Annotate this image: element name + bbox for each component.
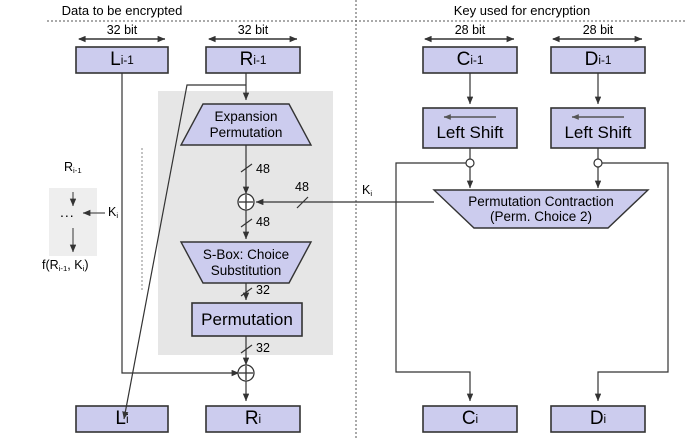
tick-expansion-out xyxy=(240,163,253,173)
tick-sbox-out xyxy=(240,287,253,297)
inset-top-subscript: i-1 xyxy=(73,166,82,176)
inset-fn-sub2: i xyxy=(82,264,85,274)
box-r-out xyxy=(205,405,301,433)
inset-fn-sub1: i-1 xyxy=(58,264,68,274)
shape-permutation-contraction xyxy=(432,189,650,229)
inset-key-subscript: i xyxy=(116,211,119,221)
inset-label-top: Ri-1 xyxy=(64,160,82,175)
wire-label-sbox-out: 32 xyxy=(256,283,270,297)
inset-key-text: K xyxy=(108,205,117,219)
box-d-prev xyxy=(550,46,646,74)
inset-fn-mid: , K xyxy=(67,258,83,272)
subkey-subscript: i xyxy=(370,189,373,199)
box-r-prev xyxy=(205,46,301,74)
header-left: Data to be encrypted xyxy=(61,3,183,18)
box-left-shift-d xyxy=(550,107,646,149)
tick-xor-out xyxy=(240,218,253,228)
wire-label-xor-out: 48 xyxy=(256,215,270,229)
wire-shiftd-branch-to-dout xyxy=(594,162,669,402)
box-left-shift-c xyxy=(422,107,518,149)
inset-label-function: f(Ri-1, Ki) xyxy=(42,258,89,273)
box-l-out xyxy=(75,405,169,433)
bit-label-right-data: 32 bit xyxy=(237,23,269,37)
wire-shiftc-branch-to-cout xyxy=(395,162,474,402)
header-right: Key used for encryption xyxy=(453,3,591,18)
tick-subkey xyxy=(296,196,309,209)
box-d-out xyxy=(550,405,646,433)
shape-expansion-permutation xyxy=(179,103,313,146)
wire-lprev-to-xor xyxy=(121,73,240,377)
wire-label-expansion-out: 48 xyxy=(256,162,270,176)
wire-label-subkey: Ki xyxy=(362,183,372,198)
junction-dot-c xyxy=(465,158,475,168)
tick-permutation-out xyxy=(240,344,253,354)
bit-label-left-data: 32 bit xyxy=(106,23,138,37)
inset-label-dots: ... xyxy=(60,204,75,220)
box-permutation xyxy=(191,302,303,337)
junction-dot-d xyxy=(593,158,603,168)
inset-top-text: R xyxy=(64,160,74,174)
wire-label-permutation-out: 32 xyxy=(256,341,270,355)
inset-label-key: Ki xyxy=(108,205,118,220)
subkey-text: K xyxy=(362,183,371,197)
box-c-prev xyxy=(422,46,518,74)
inset-fn-suffix: ) xyxy=(84,258,89,272)
wire-rprev-branch-to-lout xyxy=(122,84,246,420)
shape-sbox-substitution xyxy=(179,241,313,284)
bit-label-left-key: 28 bit xyxy=(454,23,486,37)
bit-label-right-key: 28 bit xyxy=(582,23,614,37)
box-c-out xyxy=(422,405,518,433)
wire-label-xor-key-in: 48 xyxy=(295,180,309,194)
inset-fn-prefix: f(R xyxy=(42,258,59,272)
